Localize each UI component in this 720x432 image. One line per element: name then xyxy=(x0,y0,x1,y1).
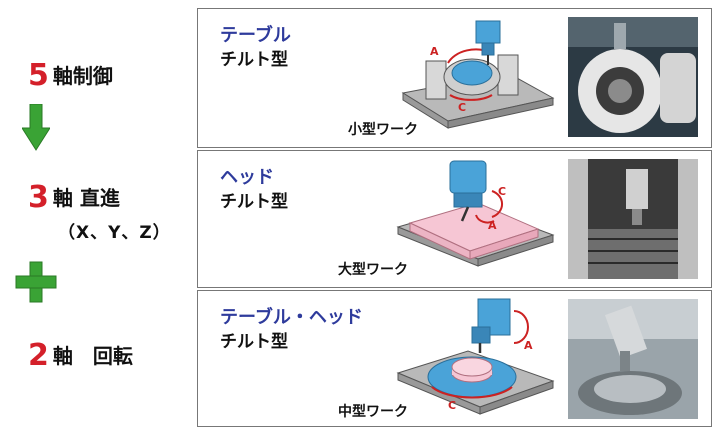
panel-title-line2: チルト型 xyxy=(220,192,288,212)
axis-c-label: C xyxy=(498,185,506,198)
panel-table-head-tilt: テーブル・ヘッド チルト型 A C 中型ワーク xyxy=(197,290,712,427)
down-arrow-icon xyxy=(22,104,50,151)
two-number: 2 xyxy=(28,338,49,373)
panel-title: テーブル・ヘッド チルト型 xyxy=(220,305,363,355)
axis-a-label: A xyxy=(524,339,533,352)
xyz-label: （X、Y、Z） xyxy=(58,223,171,243)
five-number: 5 xyxy=(28,58,49,93)
panel-title-line1: テーブル xyxy=(220,25,291,46)
panel-title: ヘッド チルト型 xyxy=(220,165,288,215)
three-number: 3 xyxy=(28,180,49,215)
axis-c-label: C xyxy=(458,101,466,114)
table-tilt-diagram: A C xyxy=(401,20,555,129)
table-head-tilt-diagram: A C xyxy=(396,298,555,415)
work-size-label: 小型ワーク xyxy=(348,122,418,138)
panel-title-line2: チルト型 xyxy=(220,332,288,352)
panel-title-line1: ヘッド xyxy=(220,167,274,188)
axis-a-label: A xyxy=(488,219,497,232)
two-text: 軸 回転 xyxy=(52,344,133,368)
panel-title: テーブル チルト型 xyxy=(220,23,291,73)
axis-c-label: C xyxy=(448,399,456,412)
plus-icon xyxy=(15,261,57,303)
panel-title-line2: チルト型 xyxy=(220,50,288,70)
panel-head-tilt: ヘッド チルト型 C A 大型ワーク xyxy=(197,150,712,288)
work-size-label: 大型ワーク xyxy=(338,262,408,278)
five-text: 軸制御 xyxy=(52,64,113,88)
head-tilt-diagram: C A xyxy=(396,160,555,267)
machine-photo-1 xyxy=(568,17,698,137)
panel-table-tilt: テーブル チルト型 A C 小型ワーク xyxy=(197,8,712,148)
panel-title-line1: テーブル・ヘッド xyxy=(220,307,363,328)
axis-a-label: A xyxy=(430,45,439,58)
machine-photo-3 xyxy=(568,299,698,419)
work-size-label: 中型ワーク xyxy=(338,404,408,420)
three-text: 軸 直進 xyxy=(52,186,120,210)
machine-photo-2 xyxy=(568,159,698,279)
